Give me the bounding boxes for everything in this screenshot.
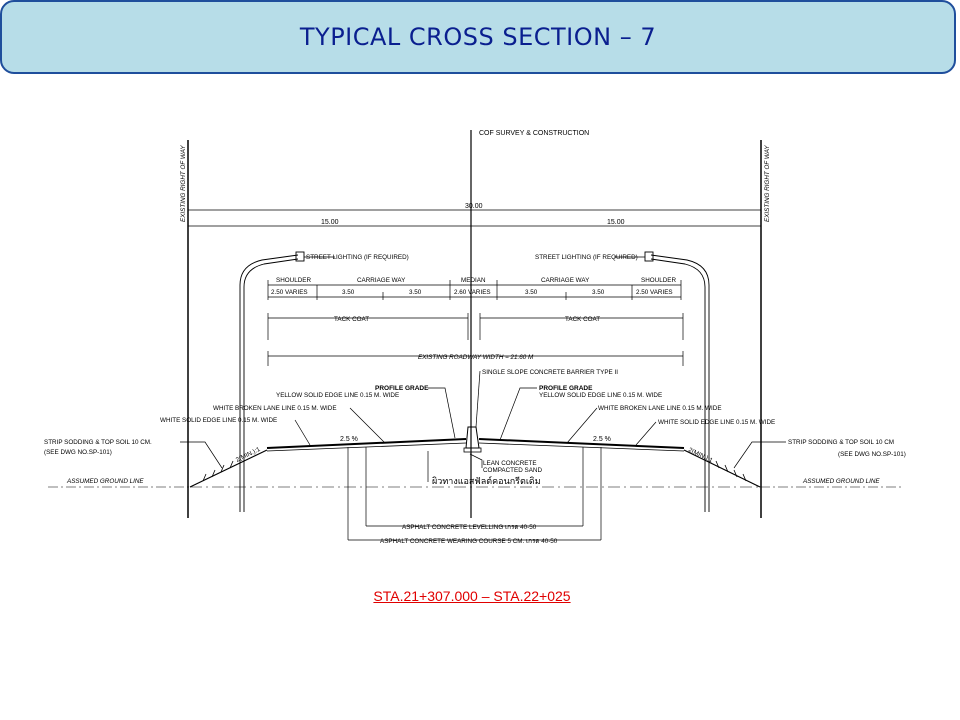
strip-sodding-right: STRIP SODDING & TOP SOIL 10 CM [788,439,894,446]
white-broken-right: WHITE BROKEN LANE LINE 0.15 M. WIDE [598,405,722,412]
label-carriage-left: CARRIAGE WAY [357,277,406,284]
dim-half-right: 15.00 [607,219,625,226]
barrier-label: SINGLE SLOPE CONCRETE BARRIER TYPE II [482,369,618,376]
row-label-left: EXISTING RIGHT OF WAY [180,145,187,222]
station-range: STA.21+307.000 – STA.22+025 [373,588,571,604]
strip-sodding-left-ref: (SEE DWG NO.SP-101) [44,449,112,456]
dim-lane-3: 3.50 [525,289,538,296]
label-carriage-right: CARRIAGE WAY [541,277,590,284]
dim-half-left: 15.00 [321,219,339,226]
yellow-edge-right: YELLOW SOLID EDGE LINE 0.15 M. WIDE [539,392,662,399]
dim-shoulder-left: 2.50 VARIES [271,289,308,296]
white-solid-right: WHITE SOLID EDGE LINE 0.15 M. WIDE [658,419,775,426]
tack-coat-left: TACK COAT [334,316,369,323]
dim-shoulder-right: 2.50 VARIES [636,289,673,296]
lean-concrete-label: LEAN CONCRETE [483,460,537,467]
label-median: MEDIAN [461,277,486,284]
ac-wearing-label: ASPHALT CONCRETE WEARING COURSE 5 CM. เก… [380,538,558,545]
white-solid-left: WHITE SOLID EDGE LINE 0.15 M. WIDE [160,417,277,424]
dim-lane-1: 3.50 [342,289,355,296]
dim-lane-4: 3.50 [592,289,605,296]
profile-grade-right: PROFILE GRADE [539,385,593,392]
street-lighting-left: STREET LIGHTING (IF REQUIRED) [306,254,409,261]
ac-levelling-label: ASPHALT CONCRETE LEVELLING เกรด 40-50 [402,524,537,531]
yellow-edge-left: YELLOW SOLID EDGE LINE 0.15 M. WIDE [276,392,399,399]
slope-label-right: 2(MIN.):1 [687,447,714,465]
profile-grade-left: PROFILE GRADE [375,385,429,392]
page-title: TYPICAL CROSS SECTION – 7 [299,23,657,51]
label-shoulder-right: SHOULDER [641,277,676,284]
row-label-right: EXISTING RIGHT OF WAY [764,145,771,222]
white-broken-left: WHITE BROKEN LANE LINE 0.15 M. WIDE [213,405,337,412]
grade-left: 2.5 % [340,436,358,443]
pavement-right [478,438,685,449]
dim-total-width: 30.00 [465,203,483,210]
strip-sodding-left: STRIP SODDING & TOP SOIL 10 CM. [44,439,152,446]
grade-right: 2.5 % [593,436,611,443]
street-light-pole-right [650,254,710,512]
concrete-barrier [465,426,480,449]
dim-median: 2.60 VARIES [454,289,491,296]
pavement-left [266,438,467,449]
centerline-label: COF SURVEY & CONSTRUCTION [479,130,589,137]
existing-roadway-width: EXISTING ROADWAY WIDTH = 21.60 M [418,354,534,361]
tack-coat-right: TACK COAT [565,316,600,323]
assumed-ground-right-label: ASSUMED GROUND LINE [802,478,880,485]
assumed-ground-left-label: ASSUMED GROUND LINE [66,478,144,485]
existing-pavement-label: ผิวทางแอสฟัลต์คอนกรีตเดิม [432,475,541,486]
street-lighting-right: STREET LIGHTING (IF REQUIRED) [535,254,638,261]
street-light-pole-left [239,254,299,512]
compacted-sand-label: COMPACTED SAND [483,467,542,474]
title-banner: TYPICAL CROSS SECTION – 7 [0,0,956,74]
slope-left [189,449,268,488]
slope-right [683,449,761,488]
dim-lane-2: 3.50 [409,289,422,296]
strip-sodding-right-ref: (SEE DWG NO.SP-101) [838,451,906,458]
label-shoulder-left: SHOULDER [276,277,311,284]
